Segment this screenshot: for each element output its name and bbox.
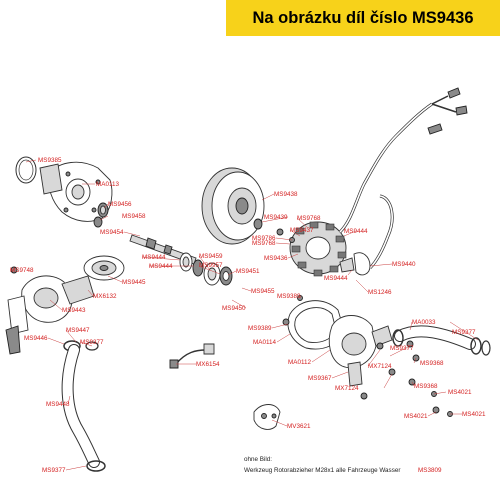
label-ms9377-b[interactable]: MS9377 [42, 467, 66, 474]
label-ms9768-a[interactable]: MS9768 [297, 215, 321, 222]
label-ms9389-a[interactable]: MS9389 [277, 293, 301, 300]
coolant-hose-long [61, 344, 106, 472]
label-mx7124-a[interactable]: MX7124 [368, 363, 392, 370]
label-ms9445[interactable]: MS9445 [122, 279, 146, 286]
label-mx7124-b[interactable]: MX7124 [335, 385, 359, 392]
part-number-banner: Na obrázku díl číslo MS9436 [226, 0, 500, 36]
temperature-sensor [169, 343, 215, 369]
label-mx6154[interactable]: MX6154 [196, 361, 220, 368]
notes-tool-text: Werkzeug Rotorabzieher M28x1 alle Fahrze… [244, 467, 400, 474]
label-ms9768-b[interactable]: MS9768 [252, 240, 276, 247]
label-ms9450[interactable]: MS9450 [222, 305, 246, 312]
label-ms9440[interactable]: MS9440 [392, 261, 416, 268]
label-ms4021-b[interactable]: MS4021 [404, 413, 428, 420]
label-ma0114[interactable]: MA0114 [253, 339, 276, 346]
water-pump-cover [328, 315, 393, 387]
label-ms9447[interactable]: MS9447 [66, 327, 90, 334]
label-ms9377-d[interactable]: MS9377 [452, 329, 476, 336]
label-ms9438[interactable]: MS9438 [274, 191, 298, 198]
stator-wiring [338, 87, 468, 276]
notes-title: ohne Bild: [244, 456, 272, 463]
label-ma0112[interactable]: MA0112 [288, 359, 311, 366]
bracket [253, 404, 281, 430]
label-ms9444-a[interactable]: MS9444 [142, 254, 166, 261]
label-ms9439[interactable]: MS9439 [264, 214, 288, 221]
label-ms9786[interactable]: MS9786 [252, 235, 276, 242]
label-ms9389-b[interactable]: MS9389 [248, 325, 272, 332]
label-ms9444-c[interactable]: MS9444 [344, 228, 368, 235]
label-ms9455[interactable]: MS9455 [251, 288, 275, 295]
label-ms3809[interactable]: MS3809 [418, 467, 442, 474]
label-ms9454[interactable]: MS9454 [100, 229, 124, 236]
notes: ohne Bild: Werkzeug Rotorabzieher M28x1 … [244, 456, 442, 474]
label-ms9368-b[interactable]: MS9368 [414, 383, 438, 390]
flywheel-rotor [201, 167, 265, 245]
label-ms9443[interactable]: MS9443 [62, 307, 86, 314]
label-mx6132[interactable]: MX6132 [93, 293, 117, 300]
water-pump-housing [39, 161, 113, 222]
label-ms9444-b[interactable]: MS9444 [149, 263, 173, 270]
leader-lines [10, 159, 479, 471]
label-ms4021-c[interactable]: MS4021 [462, 411, 486, 418]
label-ma0033[interactable]: MA0033 [412, 319, 436, 326]
label-mv3621[interactable]: MV3621 [287, 423, 311, 430]
impeller [83, 255, 125, 281]
label-ms9451[interactable]: MS9451 [236, 268, 260, 275]
label-ms9385[interactable]: MS9385 [38, 157, 62, 164]
label-ms9437[interactable]: MS9437 [290, 227, 314, 234]
label-ms9748[interactable]: MS9748 [10, 267, 34, 274]
label-ms1246[interactable]: MS1246 [368, 289, 392, 296]
label-ms9444-d[interactable]: MS9444 [324, 275, 348, 282]
label-ms4021-a[interactable]: MS4021 [448, 389, 472, 396]
label-ma0113[interactable]: MA0113 [96, 181, 119, 188]
stator [276, 221, 347, 277]
label-ms9368-a[interactable]: MS9368 [420, 360, 444, 367]
label-ms9957[interactable]: MS9957 [199, 262, 223, 269]
label-ms9367[interactable]: MS9367 [308, 375, 332, 382]
thermostat-housing [5, 266, 95, 355]
label-ms9448[interactable]: MS9448 [46, 401, 70, 408]
label-ms9377-c[interactable]: MS9377 [390, 345, 414, 352]
label-ms9456[interactable]: MS9456 [108, 201, 132, 208]
banner-text: Na obrázku díl číslo MS9436 [252, 9, 474, 27]
parts-drawings [5, 87, 491, 472]
label-ms9377-a[interactable]: MS9377 [80, 339, 104, 346]
shaft-bearings [179, 252, 233, 286]
part-labels: MS9385 MA0113 MS9456 MS9458 MS9454 MS944… [10, 157, 486, 474]
o-ring [15, 156, 37, 184]
label-ms9459[interactable]: MS9459 [199, 253, 223, 260]
coolant-hose-short [392, 325, 491, 356]
label-ms9458[interactable]: MS9458 [122, 213, 146, 220]
label-ms9446[interactable]: MS9446 [24, 335, 48, 342]
label-ms9436[interactable]: MS9436 [264, 255, 288, 262]
